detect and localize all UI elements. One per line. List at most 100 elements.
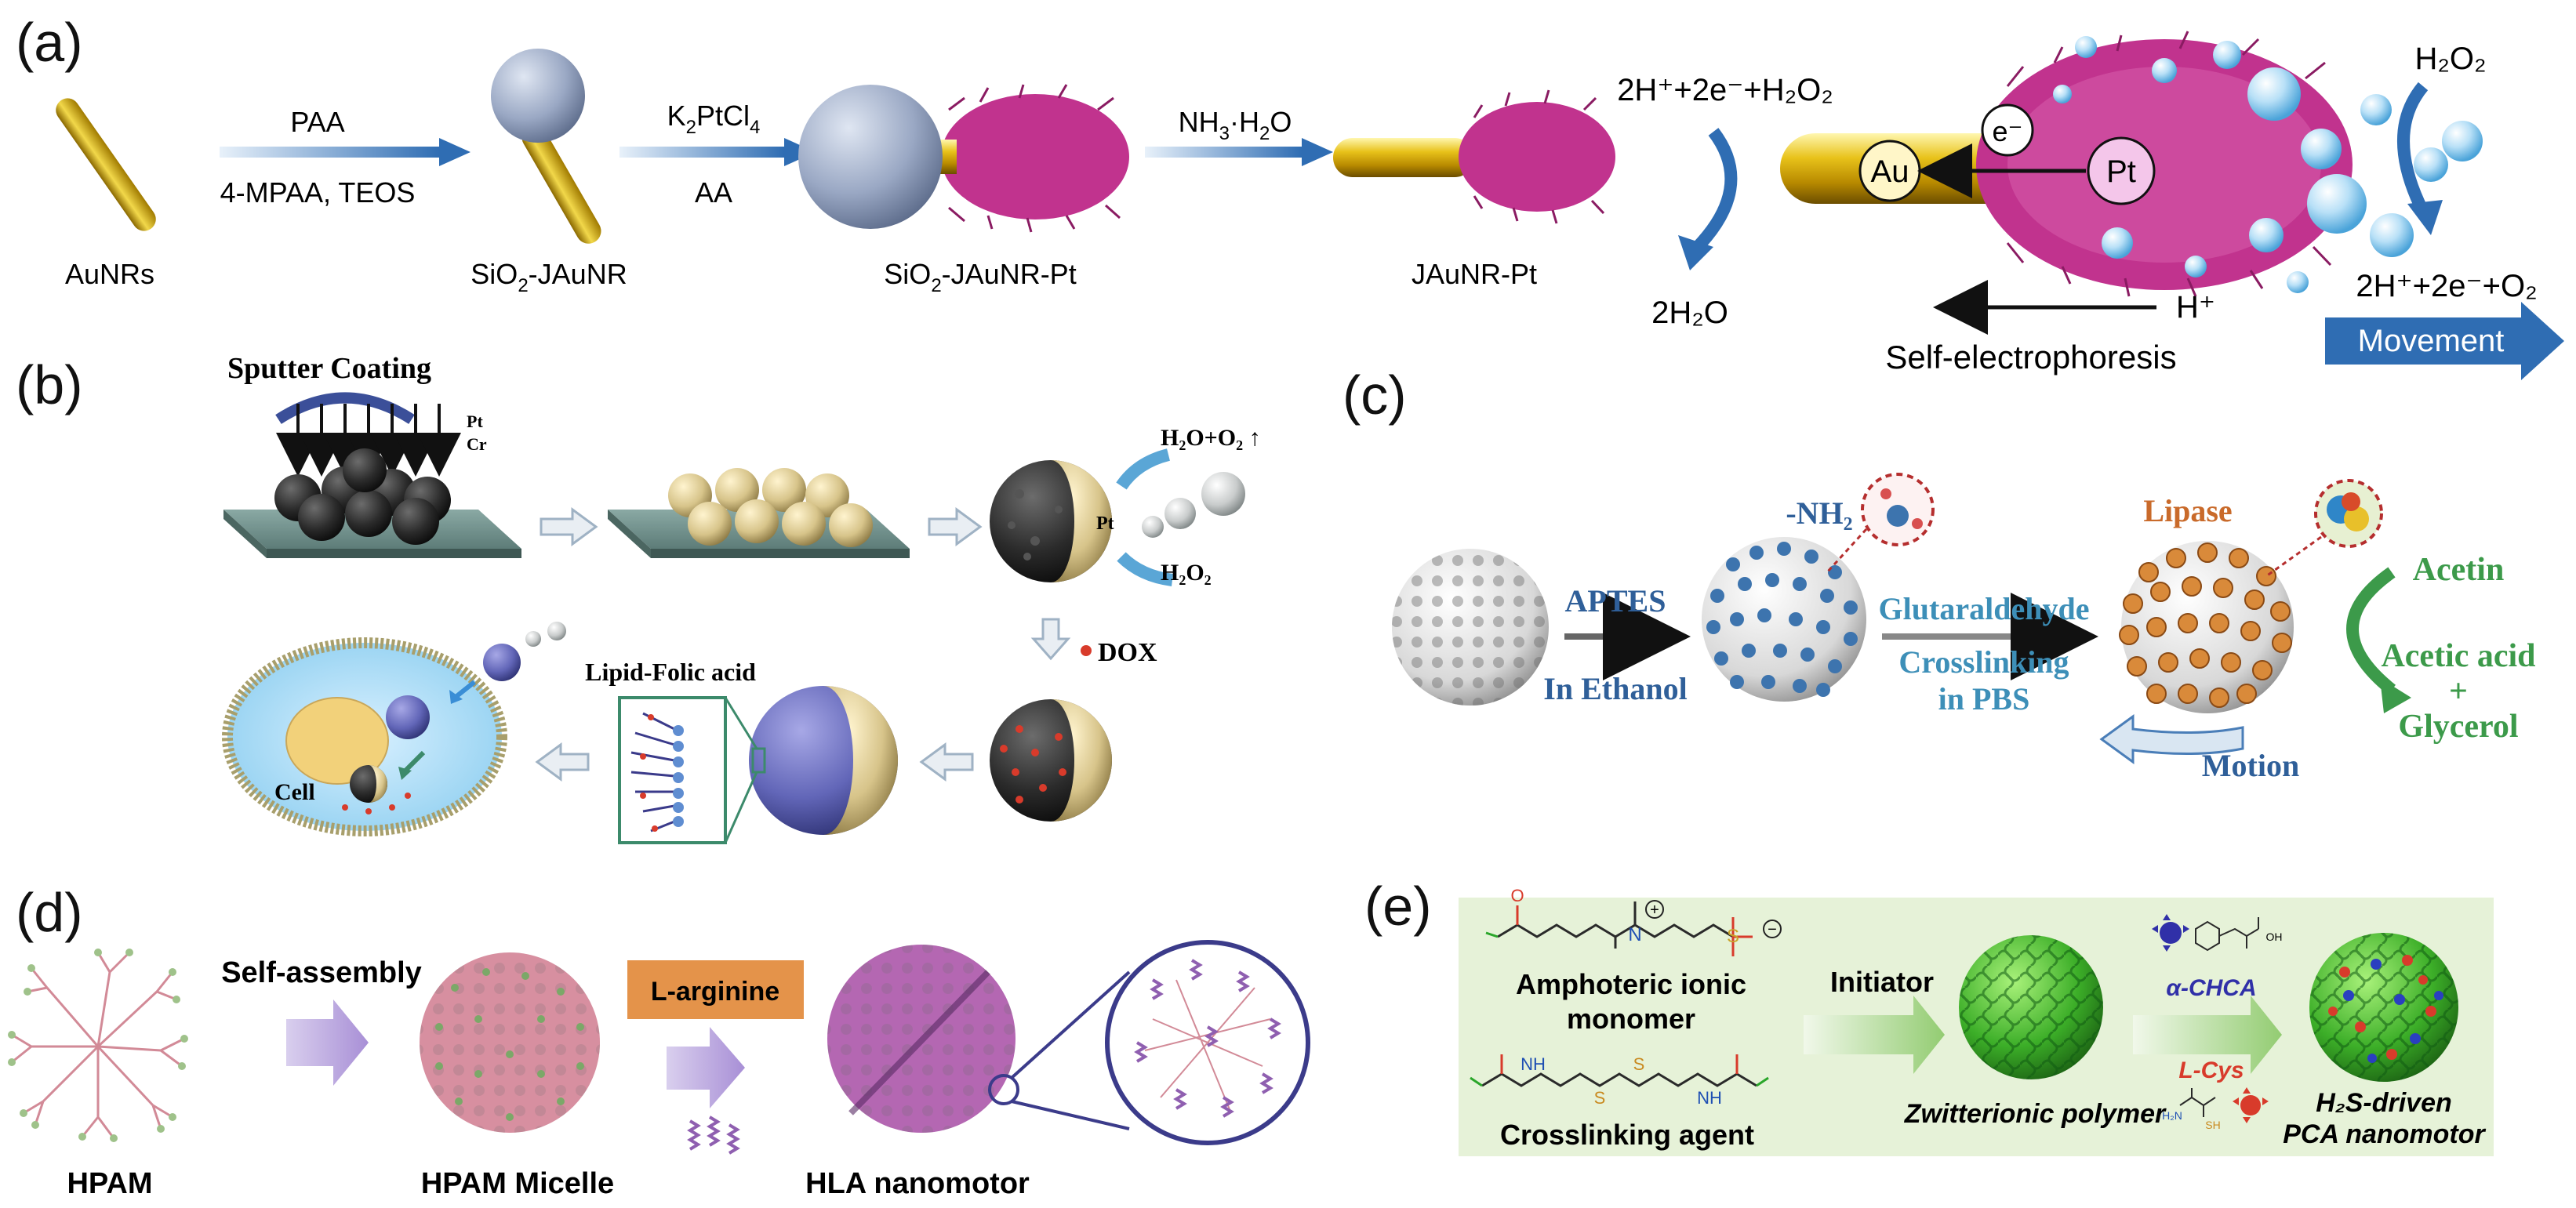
monomer-n-atom: N xyxy=(1628,924,1641,945)
pt-marker xyxy=(2087,136,2156,205)
crosslinking-label: Crosslinking xyxy=(1898,644,2069,680)
crosslinker-s-right: S xyxy=(1633,1054,1645,1074)
pca-nanomotor-sphere xyxy=(2309,933,2458,1082)
hla-caption: HLA nanomotor xyxy=(805,1167,1030,1200)
pt-side-label: Pt xyxy=(1096,513,1114,534)
reaction-curve-arrowhead-left xyxy=(1678,235,1713,270)
o2-bubble-2 xyxy=(1164,498,1196,529)
arrow-step3 xyxy=(1145,138,1333,166)
sio2-jaunr-pt-particle xyxy=(798,84,1129,233)
dox-dot xyxy=(1081,645,1092,656)
o2-bubble-1 xyxy=(1201,472,1245,516)
entry-arrowhead xyxy=(449,690,463,704)
self-assembly-label: Self-assembly xyxy=(221,956,422,989)
jaunr-pt-particle xyxy=(1333,89,1615,224)
hla-zoom-circle xyxy=(1105,940,1310,1145)
cell-label: Cell xyxy=(274,779,315,805)
chca-arrow xyxy=(2133,996,2282,1074)
electron-label: e⁻ xyxy=(1992,115,2022,147)
acetin-label: Acetin xyxy=(2413,552,2505,588)
cr-target-label: Cr xyxy=(467,434,487,454)
l-cys-label: L-Cys xyxy=(2178,1057,2244,1083)
self-assembly-arrow xyxy=(286,999,369,1086)
panel-b-label: (b) xyxy=(16,354,83,415)
plus-label: + xyxy=(2449,673,2468,709)
arrow-b4 xyxy=(535,742,590,782)
monomer-negative-label: − xyxy=(1768,921,1777,938)
reaction-curve-arrow-left xyxy=(1689,128,1738,256)
arrow-step2 xyxy=(619,138,816,166)
substrate-plate-2 xyxy=(608,468,910,558)
panel-d: (d) HPAM Self-assembly HPAM Micelle L-ar… xyxy=(8,882,1310,1200)
motion-arrow xyxy=(2099,714,2244,764)
nh2-label: -NH₂ xyxy=(1786,495,1852,531)
zwitterionic-label: Zwitterionic polymer xyxy=(1904,1099,2167,1129)
h2s-driven-label: H₂S-driven xyxy=(2316,1088,2452,1118)
cys-blob xyxy=(2233,1087,2269,1123)
monomer-negative-charge xyxy=(1763,920,1782,938)
sio2-jaunr-particle xyxy=(491,49,601,244)
reaction-product-water: 2H₂O xyxy=(1651,296,1728,330)
zoom-anchor xyxy=(751,747,766,774)
hla-zoom-line-top xyxy=(1010,970,1131,1079)
movement-arrow xyxy=(2325,302,2564,380)
in-pbs-label: in PBS xyxy=(1938,681,2030,716)
reaction-h2o2-right: H₂O₂ xyxy=(2414,42,2486,76)
panel-e-label: (e) xyxy=(1364,876,1432,937)
catalysis-arrow-up xyxy=(1116,448,1171,490)
sio2-jaunr-caption: SiO2-JAuNR xyxy=(471,258,627,296)
b-products: H₂O+O₂ ↑ xyxy=(1161,425,1261,451)
aunr-rod xyxy=(56,98,156,231)
pca-nanomotor-label: PCA nanomotor xyxy=(2283,1119,2486,1149)
panel-d-label: (d) xyxy=(16,882,83,943)
au-label: Au xyxy=(1871,154,1909,189)
crosslinker-structure xyxy=(1470,1054,1769,1087)
step2-reagent-top: K2PtCl4 xyxy=(667,100,761,138)
amine-zoom-atom-h1 xyxy=(1880,488,1891,499)
lipid-folic-label: Lipid-Folic acid xyxy=(585,658,756,686)
initiator-label: Initiator xyxy=(1830,966,1934,998)
panel-a: (a) AuNRs PAA 4-MPAA, TEOS SiO2-JAuNR K2… xyxy=(16,12,2564,380)
pt-target-label: Pt xyxy=(467,412,483,431)
initiator-arrow xyxy=(1804,996,1945,1074)
self-electrophoresis-label: Self-electrophoresis xyxy=(1885,339,2176,375)
janus-pt-sphere xyxy=(990,460,1112,582)
mesoporous-sphere xyxy=(1392,549,1549,706)
monomer-s-atom: S xyxy=(1727,926,1739,947)
amphoteric-label-line1: Amphoteric ionic xyxy=(1516,968,1746,1000)
electron-marker xyxy=(1981,103,2034,157)
jaunr-pt-caption: JAuNR-Pt xyxy=(1412,258,1537,290)
chca-blob xyxy=(2152,914,2189,952)
reaction-curve-arrow-right xyxy=(2397,82,2429,215)
movement-label: Movement xyxy=(2358,324,2505,358)
hpam-micelle xyxy=(420,952,600,1133)
reaction-products-right: 2H⁺+2e⁻+O₂ xyxy=(2356,269,2537,303)
hpam-caption: HPAM xyxy=(67,1167,152,1200)
panel-e: (e) O N + S − Amphoteric ionic monomer xyxy=(1364,876,2494,1156)
amphoteric-monomer-structure xyxy=(1485,901,1753,956)
hla-zoom-line-bottom xyxy=(1011,1100,1130,1130)
zoom-line-bottom xyxy=(724,771,758,843)
alpha-chca-label: α-CHCA xyxy=(2166,975,2256,1001)
crosslinker-nh-left: NH xyxy=(1521,1054,1546,1074)
amine-functionalized-sphere xyxy=(1702,537,1866,702)
bubbles xyxy=(2053,36,2483,293)
panel-b: (b) Sputter Coating Pt Cr xyxy=(16,352,1261,844)
motion-label: Motion xyxy=(2202,748,2299,783)
chca-structure xyxy=(2195,917,2259,952)
crosslinking-agent-label: Crosslinking agent xyxy=(1500,1119,1754,1151)
in-ethanol-label: In Ethanol xyxy=(1543,671,1687,706)
chca-oh-label: OH xyxy=(2266,930,2283,943)
aunrs-caption: AuNRs xyxy=(65,258,154,290)
cys-nh2-label: H₂N xyxy=(2162,1109,2182,1122)
arginine-molecules xyxy=(687,1115,740,1155)
cys-sh-label: SH xyxy=(2205,1119,2220,1131)
substrate-plate-1 xyxy=(223,448,521,558)
amphoteric-label-line2: monomer xyxy=(1567,1003,1695,1035)
step1-reagent-bottom: 4-MPAA, TEOS xyxy=(220,176,416,209)
monomer-o-atom: O xyxy=(1510,886,1524,905)
hpam-end-groups xyxy=(8,949,188,1142)
monomer-positive-label: + xyxy=(1650,901,1659,919)
step2-reagent-bottom: AA xyxy=(695,176,732,209)
